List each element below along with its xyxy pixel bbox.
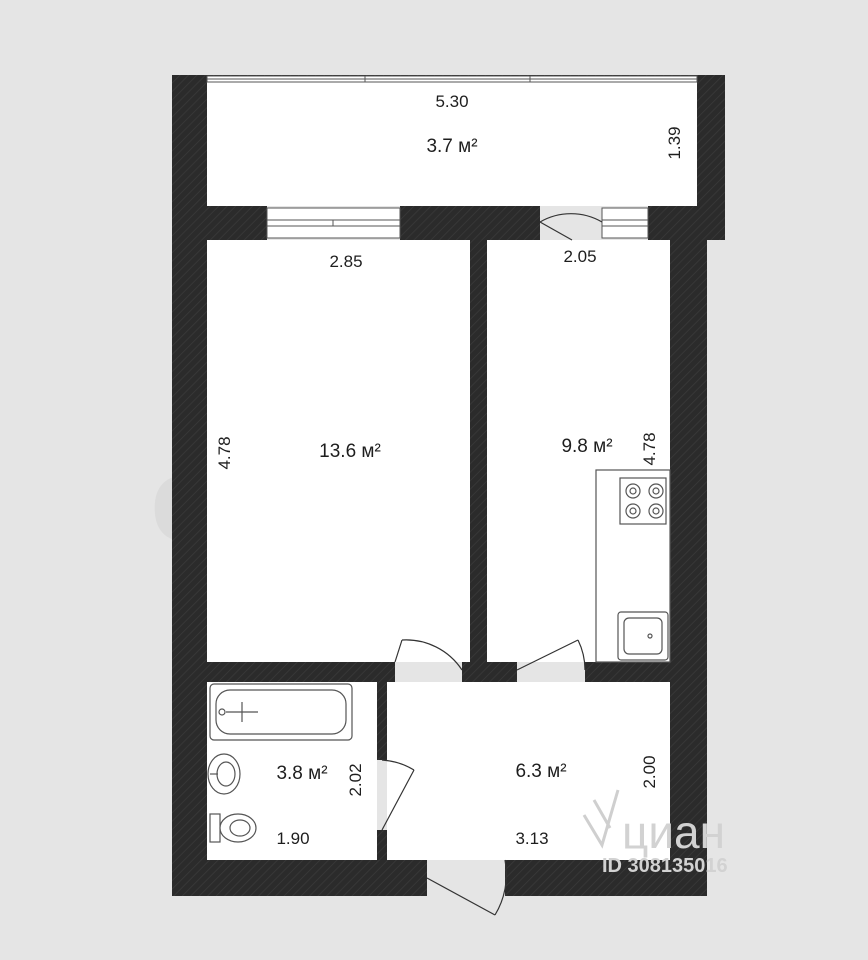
outer-wall-bottom-left [172,860,427,896]
outer-wall-left [172,75,207,896]
balcony-window [206,75,698,83]
bathroom-door [381,759,415,831]
balcony-door [539,213,603,241]
wall-bathroom-hallway-bottom [377,830,387,860]
balcony-floor [207,82,697,206]
wall-balcony-segment-2 [400,206,540,240]
kitchen-door [516,639,586,671]
balcony-area: 3.7 м² [426,136,477,157]
bathtub-icon [209,683,353,741]
living-room-floor [207,240,470,662]
kitchen-sink-icon [617,611,669,661]
hallway-area: 6.3 м² [515,761,566,782]
wall-living-bathroom [207,662,395,682]
wall-kitchen-hallway [585,662,670,682]
living-room-area: 13.6 м² [319,441,381,462]
bathroom-length-dimension: 2.02 [346,763,365,796]
partition-living-kitchen [470,240,487,662]
listing-id: ID 308135016 [602,855,728,877]
wall-balcony-segment-3 [648,206,725,240]
dimension-labels: 5.30 1.39 2.85 4.78 2.05 4.78 1.90 2.02 … [215,92,684,848]
sink-icon [207,753,241,795]
living-room-length-dimension: 4.78 [215,436,234,469]
kitchen-area: 9.8 м² [561,436,612,457]
hallway-floor [387,682,670,860]
wall-partition-center [462,662,517,682]
cian-watermark: циан ID 308135016 [582,789,728,877]
windows [206,75,698,239]
cian-brand: циан [622,806,725,858]
kitchen-width-dimension: 2.05 [563,247,596,266]
wall-balcony-segment-1 [207,206,267,240]
living-room-door [394,639,463,671]
cian-logo-icon [582,789,620,849]
entrance-door [426,859,507,916]
hallway-length-dimension: 2.00 [640,755,659,788]
outer-wall-right [670,240,707,896]
area-labels: 3.7 м² 13.6 м² 9.8 м² 3.8 м² 6.3 м² [276,136,612,784]
wall-bathroom-hallway-top [377,682,387,760]
toilet-icon [209,813,257,843]
hallway-width-dimension: 3.13 [515,829,548,848]
kitchen-length-dimension: 4.78 [640,432,659,465]
doors [381,213,603,916]
living-room-window [266,207,401,239]
balcony-width-dimension: 5.30 [435,92,468,111]
fixtures [207,469,671,843]
bathroom-width-dimension: 1.90 [276,829,309,848]
bathroom-area: 3.8 м² [276,763,327,784]
floors [207,82,697,860]
living-room-width-dimension: 2.85 [329,252,362,271]
outer-wall-bottom-right [505,860,707,896]
stove-icon [619,477,667,525]
balcony-depth-dimension: 1.39 [665,126,684,159]
kitchen-window [601,207,649,239]
